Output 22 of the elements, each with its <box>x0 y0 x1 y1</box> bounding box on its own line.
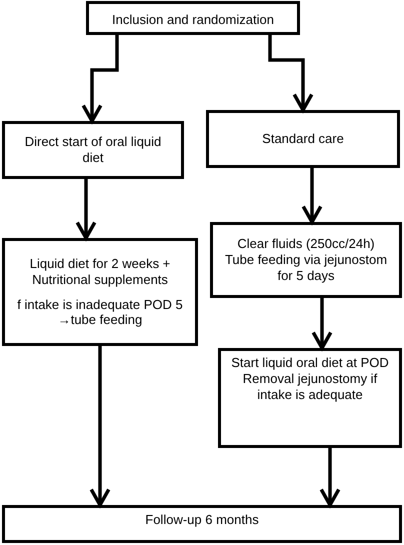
arrow <box>90 346 110 507</box>
step-text: Follow-up 6 months <box>145 512 259 528</box>
step-text: Liquid diet for 2 weeks + Nutritional supplements <box>28 256 172 288</box>
arrow <box>302 168 322 224</box>
arrow <box>76 179 96 240</box>
step-text: Direct start of oral liquid diet <box>24 134 162 166</box>
step-text: f intake is inadequate POD 5 →tube feeding <box>16 296 184 328</box>
process-box <box>210 222 402 298</box>
process-box <box>86 1 300 35</box>
process-box <box>2 121 184 179</box>
step-text: Clear fluids (250cc/24h) Tube feeding via jejunostom for 5 days <box>224 236 388 284</box>
process-box <box>2 505 402 543</box>
step-text: Standard care <box>262 131 344 147</box>
process-box <box>206 110 400 168</box>
step-text: Inclusion and randomization <box>112 12 274 28</box>
step-text: Start liquid oral diet at POD Removal jejunostomy if intake is adequate <box>230 355 390 403</box>
arrow <box>312 298 332 350</box>
arrow <box>320 448 340 507</box>
process-box <box>218 348 402 448</box>
arrow <box>82 35 119 123</box>
process-box <box>2 238 198 346</box>
arrow <box>268 35 313 112</box>
